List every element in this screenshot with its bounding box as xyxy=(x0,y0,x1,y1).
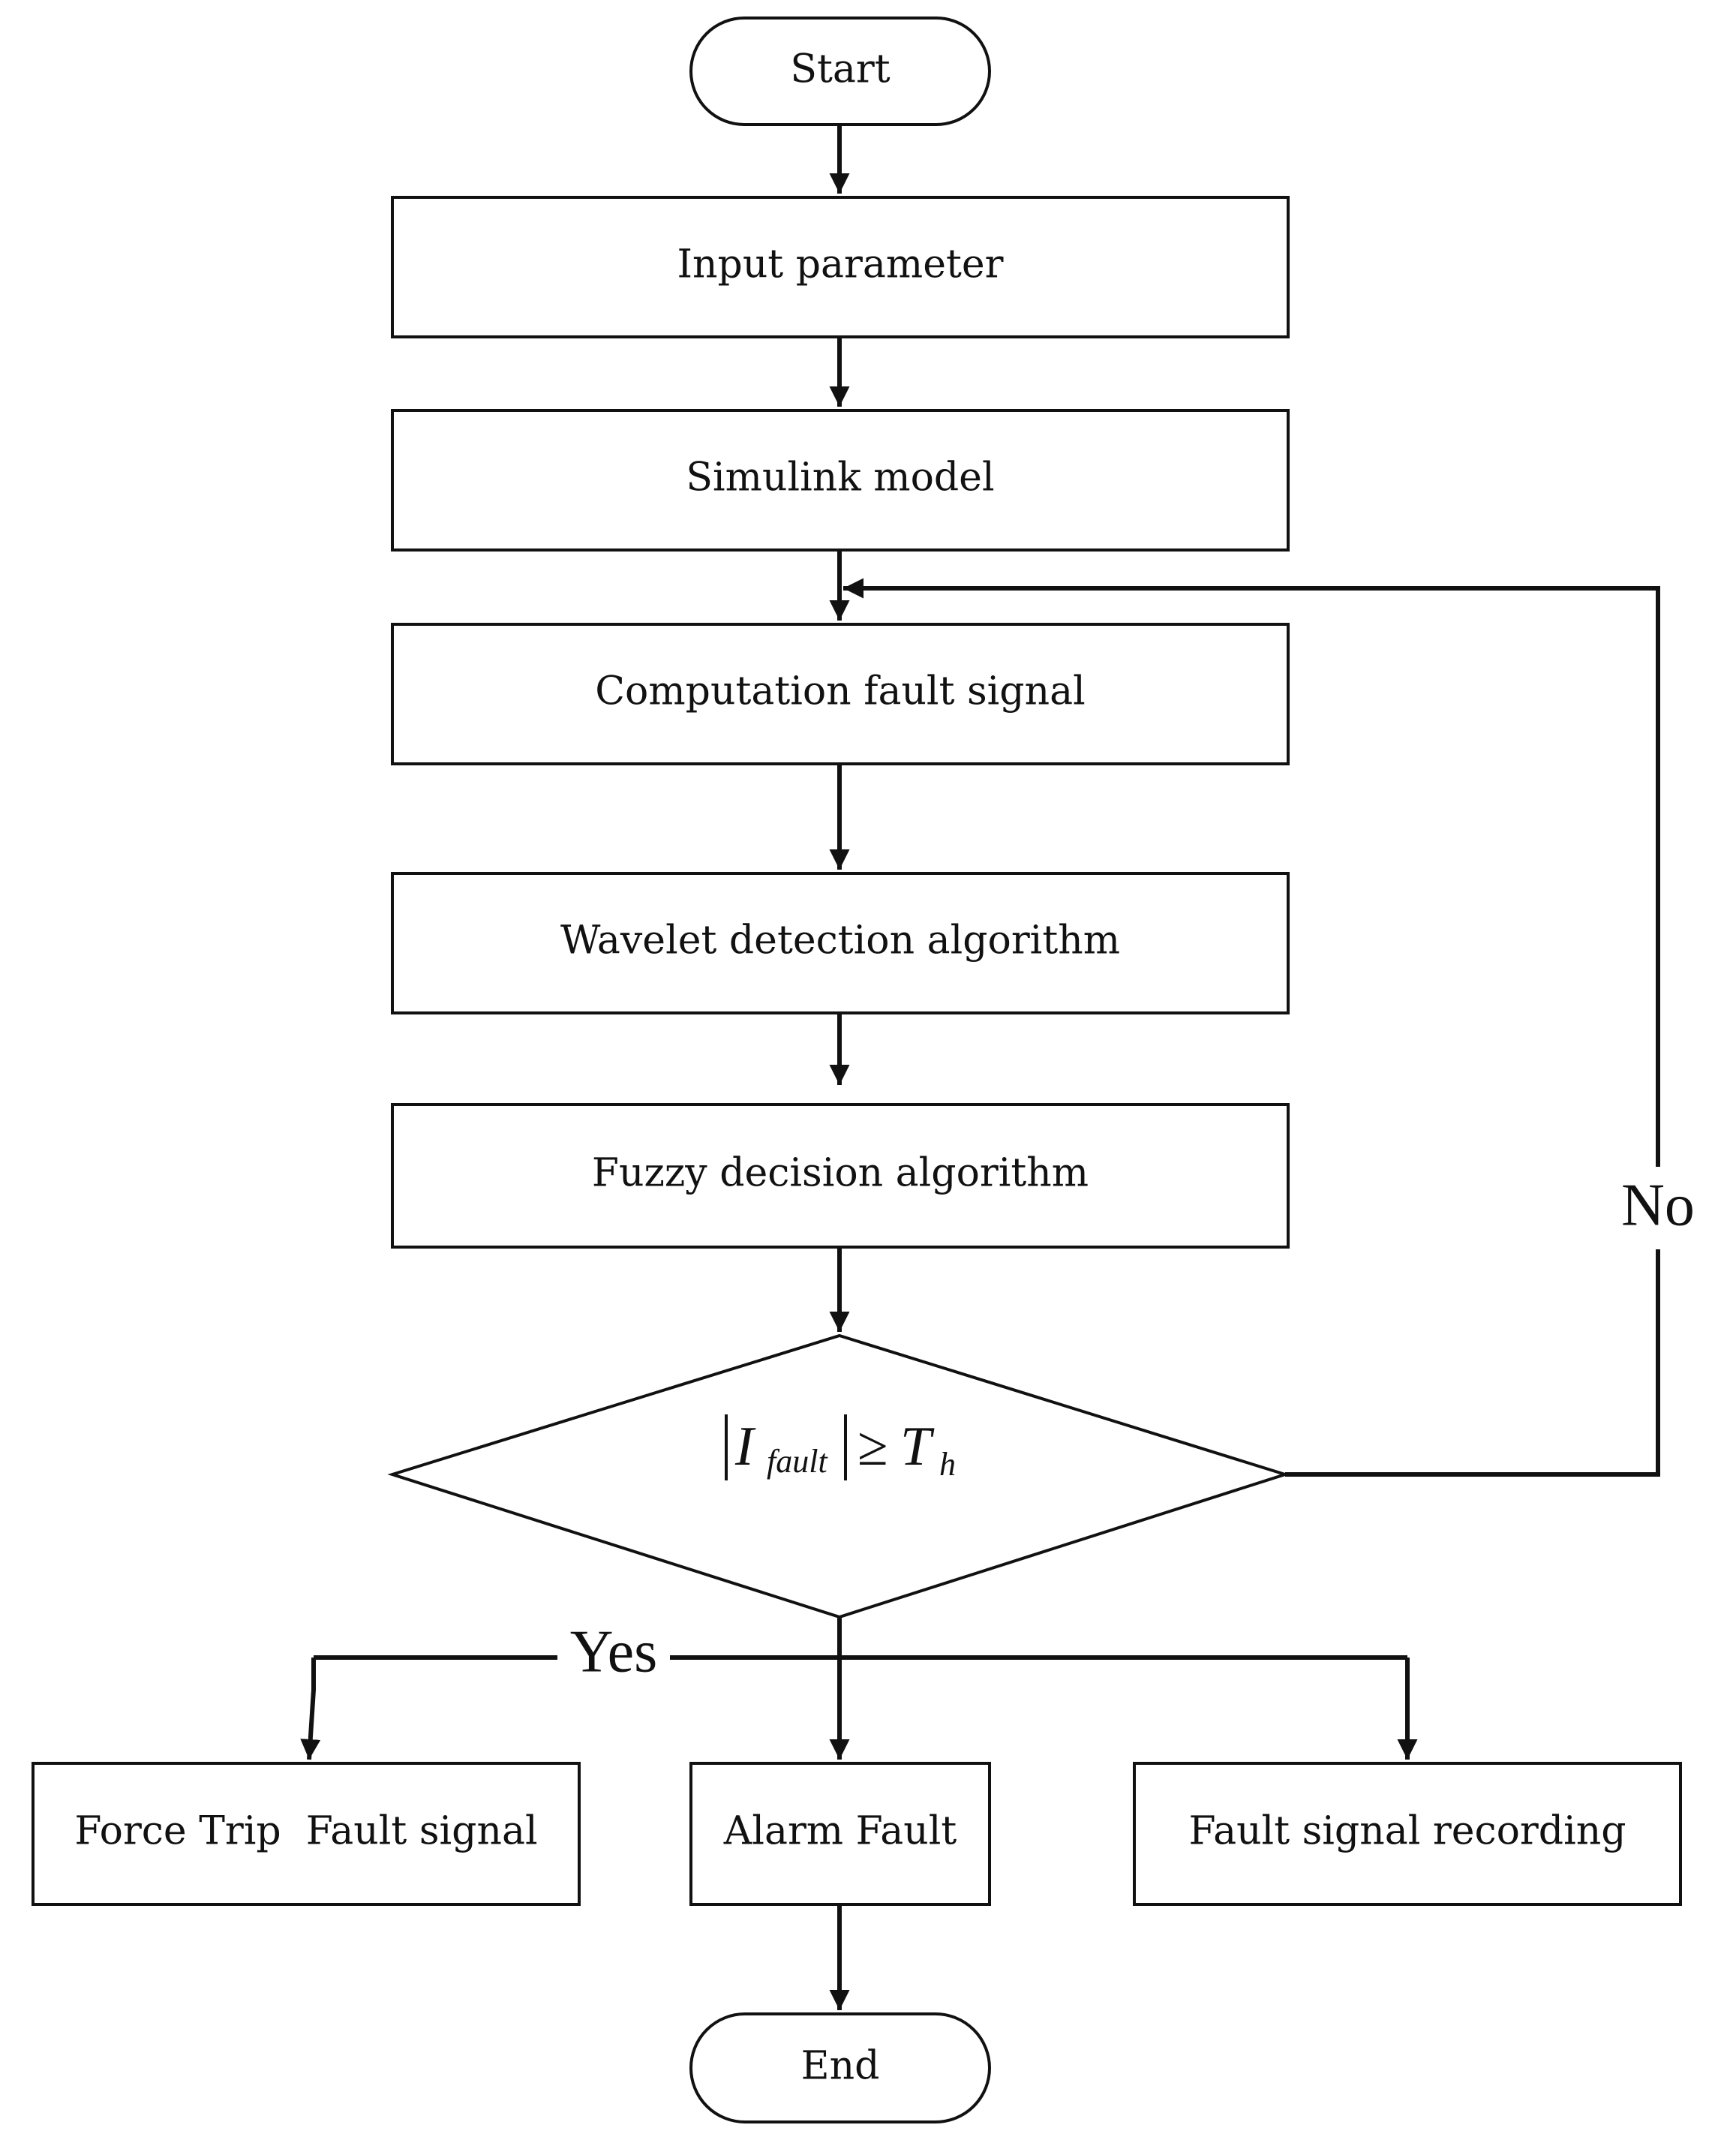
process-computation-fault-signal: Computation fault signal xyxy=(391,623,1290,765)
input-parameter-label: Input parameter xyxy=(677,242,1004,287)
force-trip-label: Force Trip Fault signal xyxy=(74,1809,537,1854)
edge-yes-to-force-trip xyxy=(300,1658,321,1760)
process-fault-recording: Fault signal recording xyxy=(1133,1762,1682,1906)
decision-relation: ≥ xyxy=(857,1416,888,1477)
yes-label: Yes xyxy=(570,1619,657,1685)
process-input-parameter: Input parameter xyxy=(391,196,1290,338)
no-label-background xyxy=(1605,1167,1710,1249)
start-terminal: Start xyxy=(689,17,991,126)
process-alarm-fault: Alarm Fault xyxy=(689,1762,991,1906)
simulink-model-label: Simulink model xyxy=(686,455,994,500)
process-wavelet-detection: Wavelet detection algorithm xyxy=(391,872,1290,1014)
decision-threshold-sub: h xyxy=(939,1446,956,1483)
fault-recording-label: Fault signal recording xyxy=(1189,1809,1626,1854)
decision-threshold: I fault ≥ T h xyxy=(387,1333,1290,1619)
end-terminal: End xyxy=(689,2012,991,2123)
edges xyxy=(300,125,1660,2010)
end-label: End xyxy=(801,2044,880,2089)
process-simulink-model: Simulink model xyxy=(391,409,1290,552)
decision-threshold-var: T xyxy=(900,1416,935,1477)
process-force-trip: Force Trip Fault signal xyxy=(32,1762,581,1906)
decision-var-sub: fault xyxy=(767,1443,828,1480)
start-label: Start xyxy=(790,47,890,92)
no-label: No xyxy=(1621,1172,1695,1238)
alarm-fault-label: Alarm Fault xyxy=(723,1809,957,1854)
fuzzy-decision-label: Fuzzy decision algorithm xyxy=(592,1151,1089,1196)
wavelet-detection-label: Wavelet detection algorithm xyxy=(560,918,1120,963)
decision-var: I xyxy=(734,1416,756,1477)
yes-label-background xyxy=(557,1621,670,1692)
computation-fault-signal-label: Computation fault signal xyxy=(595,669,1085,714)
process-fuzzy-decision: Fuzzy decision algorithm xyxy=(391,1103,1290,1249)
edge-no-loop xyxy=(843,578,1660,1477)
